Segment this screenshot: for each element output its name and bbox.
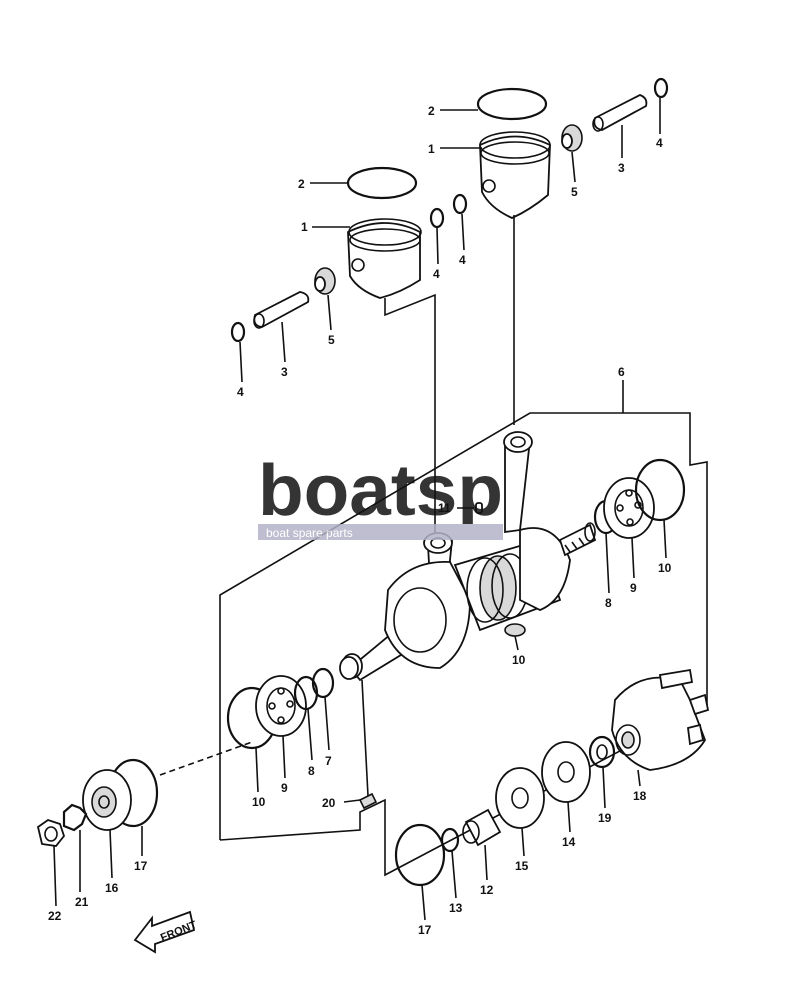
- callout-16: 16: [105, 881, 119, 895]
- callout-labels: 2 1 2 1 3 4 5 4 4 5 3 4 6 11 8 9 10 10 7…: [48, 104, 672, 937]
- circlip-lower-left-outer: [230, 321, 246, 343]
- circlip-lower-left-inner: [429, 207, 445, 229]
- callout-8-left: 8: [308, 764, 315, 778]
- crank-seal-10-center: [504, 623, 526, 637]
- leader-lines: [53, 98, 667, 921]
- callout-17-left: 17: [134, 859, 148, 873]
- callout-2-upper: 2: [428, 104, 435, 118]
- front-direction-arrow: FRONT: [133, 910, 199, 954]
- callout-10-right: 10: [658, 561, 672, 575]
- nut-22: [36, 819, 66, 847]
- watermark-brand: boatsp: [258, 451, 503, 531]
- needle-bearing-lower-left: [314, 267, 336, 295]
- plug-11: [475, 502, 483, 514]
- callout-2-lower: 2: [298, 177, 305, 191]
- watermark-tagline: boat spare parts: [266, 526, 353, 540]
- ring-7: [311, 667, 335, 699]
- callout-4-lower-left: 4: [237, 385, 244, 399]
- watermark: boatsp boat spare parts: [258, 451, 503, 540]
- piston-lower-left: [346, 166, 436, 548]
- callout-6: 6: [618, 365, 625, 379]
- callout-11: 11: [438, 501, 451, 515]
- ring-14: [541, 741, 591, 803]
- coupling-housing-18: [611, 668, 710, 771]
- collar-12: [462, 808, 502, 847]
- crankshaft: [341, 522, 597, 682]
- callout-4-mid-left: 4: [433, 267, 440, 281]
- flywheel-16: [82, 769, 132, 831]
- oring-10-right: [634, 458, 686, 522]
- callout-4-top-right: 4: [656, 136, 663, 150]
- ball-bearing-9-right: [603, 477, 655, 539]
- callout-7: 7: [325, 754, 332, 768]
- crankshaft-key: [358, 679, 378, 810]
- callout-22: 22: [48, 909, 62, 923]
- callout-20: 20: [322, 796, 336, 810]
- callout-13: 13: [449, 901, 463, 915]
- callout-18: 18: [633, 789, 647, 803]
- callout-8-right: 8: [605, 596, 612, 610]
- callout-5-lower: 5: [328, 333, 335, 347]
- crankshaft-assembly-frame: [219, 380, 708, 877]
- callout-9-right: 9: [630, 581, 637, 595]
- callout-15: 15: [515, 859, 529, 873]
- callout-10-left: 10: [252, 795, 266, 809]
- circlip-upper-right-outer: [653, 77, 669, 99]
- callout-5-upper: 5: [571, 185, 578, 199]
- callout-3-lower: 3: [281, 365, 288, 379]
- piston-upper-right: [476, 87, 551, 425]
- callout-1-upper: 1: [428, 142, 435, 156]
- connecting-rod-upper: [503, 431, 533, 534]
- crankshaft-end-nut-stud: [339, 656, 359, 680]
- ring-19: [588, 735, 616, 769]
- callout-4-mid-right: 4: [459, 253, 466, 267]
- centerline-left: [159, 741, 253, 776]
- callout-19: 19: [598, 811, 612, 825]
- callout-12: 12: [480, 883, 494, 897]
- callout-1-lower: 1: [301, 220, 308, 234]
- ring-15: [495, 767, 545, 829]
- lock-washer-21: [62, 803, 88, 832]
- circlip-upper-right-inner: [452, 193, 468, 215]
- callout-21: 21: [75, 895, 89, 909]
- piston-pin-upper-right: [592, 94, 648, 132]
- callout-10-center: 10: [512, 653, 526, 667]
- piston-pin-lower-left: [253, 291, 310, 329]
- callout-17-right: 17: [418, 923, 432, 937]
- washer-17-right: [394, 823, 446, 887]
- callout-14: 14: [562, 835, 576, 849]
- callout-3-upper: 3: [618, 161, 625, 175]
- ball-bearing-9-left: [255, 675, 307, 737]
- callout-9-left: 9: [281, 781, 288, 795]
- needle-bearing-upper-right: [561, 124, 583, 152]
